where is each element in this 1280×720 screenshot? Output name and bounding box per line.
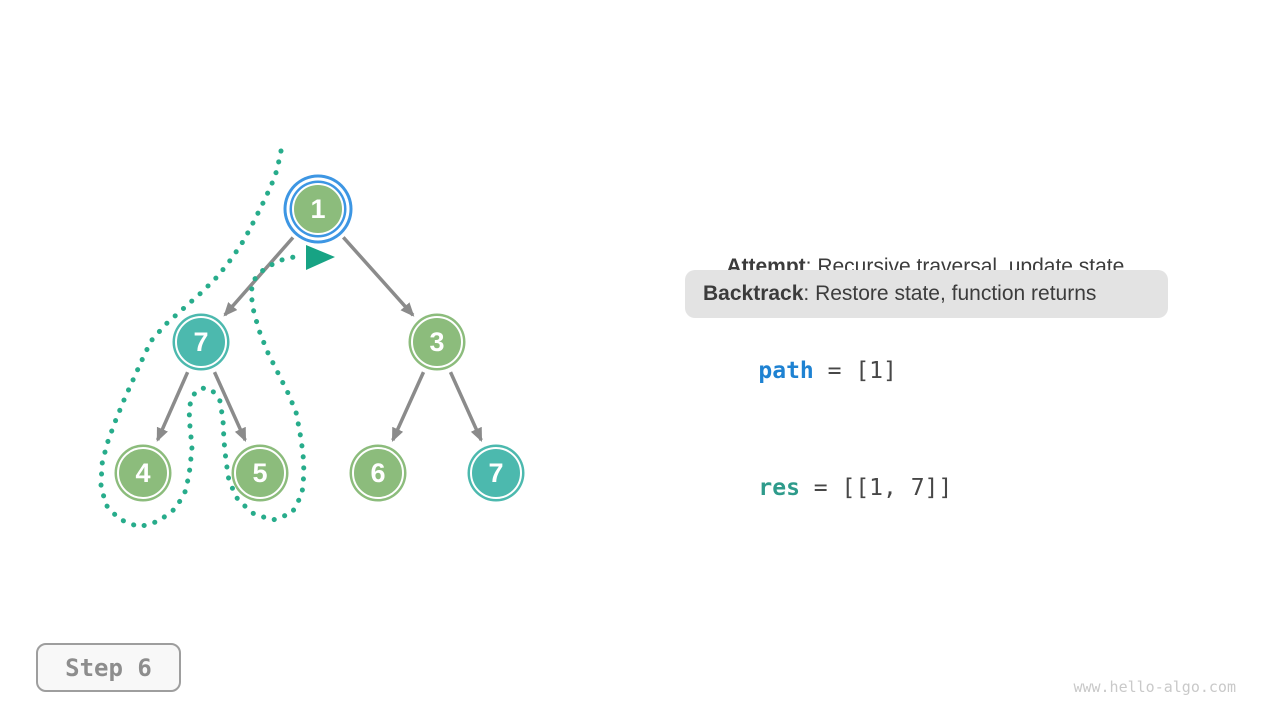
res-state-line: res = [[1, 7]] — [703, 449, 952, 527]
edge-7-4 — [155, 371, 190, 442]
tree-node-1-current: 1 — [292, 183, 344, 235]
backtrack-legend-pill: Backtrack: Restore state, function retur… — [685, 270, 1168, 318]
backtrack-term: Backtrack — [703, 282, 804, 305]
tree-node-7-right: 7 — [470, 447, 522, 499]
res-value: = [[1, 7]] — [799, 475, 953, 501]
step-indicator-badge: Step 6 — [36, 643, 181, 692]
node-value: 3 — [429, 326, 445, 357]
node-value: 6 — [370, 457, 386, 488]
tree-node-6: 6 — [352, 447, 404, 499]
node-value: 4 — [135, 457, 151, 488]
edge-7-5 — [212, 371, 247, 443]
res-variable: res — [758, 475, 800, 501]
backtrack-description: : Restore state, function returns — [803, 282, 1097, 305]
edge-3-7 — [448, 371, 483, 443]
path-variable: path — [758, 358, 814, 384]
node-value: 7 — [193, 326, 209, 357]
node-value: 7 — [488, 457, 504, 488]
tree-node-5: 5 — [234, 447, 286, 499]
tree-node-3: 3 — [411, 316, 463, 368]
tree-edge-group — [155, 236, 483, 443]
path-value: = [1] — [813, 358, 897, 384]
edge-3-6 — [391, 371, 426, 443]
edge-1-7 — [223, 236, 295, 317]
trace-arrowhead-icon — [306, 245, 335, 270]
node-value: 5 — [252, 457, 268, 488]
step-label: Step 6 — [65, 653, 152, 682]
edge-1-3 — [341, 236, 415, 317]
site-watermark: www.hello-algo.com — [1073, 678, 1236, 696]
tree-node-4: 4 — [117, 447, 169, 499]
node-value: 1 — [310, 193, 326, 224]
path-state-line: path = [1] — [703, 332, 897, 410]
tree-node-7-left: 7 — [175, 316, 227, 368]
